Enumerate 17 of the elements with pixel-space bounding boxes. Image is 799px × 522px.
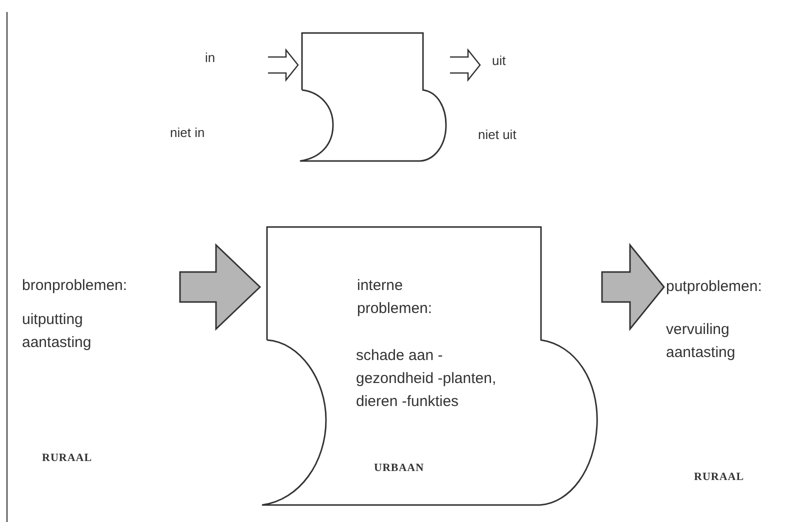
heading-text: bronproblemen: xyxy=(22,276,128,296)
block-arrow xyxy=(179,243,262,331)
heading-text: interne problemen: xyxy=(357,276,434,319)
arrow xyxy=(267,48,299,82)
zone-label: RURAAL xyxy=(42,452,92,464)
arrow xyxy=(449,48,481,82)
block-arrow xyxy=(601,242,665,332)
inflow-label: in xyxy=(205,49,216,67)
zone-label: URBAAN xyxy=(374,462,424,474)
body-text: schade aan -gezondheid -planten, dieren -funkties xyxy=(356,346,498,412)
heading-text: putproblemen: xyxy=(666,277,763,297)
blocked-outflow-label: niet uit xyxy=(478,126,516,144)
body-text: vervuiling aantasting xyxy=(666,320,736,363)
zone-label: RURAAL xyxy=(694,471,744,483)
blocked-inflow-label: niet in xyxy=(170,124,205,142)
body-text: uitputting aantasting xyxy=(22,310,92,353)
outflow-label: uit xyxy=(492,52,506,70)
